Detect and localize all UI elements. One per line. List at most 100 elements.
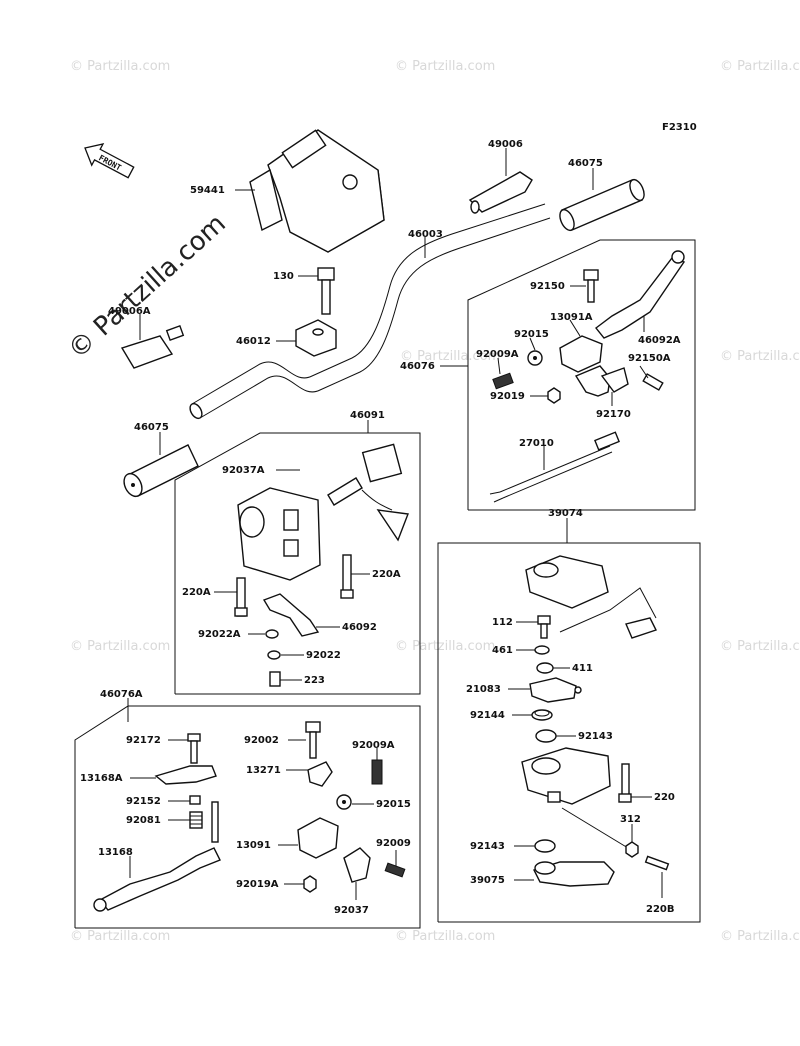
lever-holder	[559, 335, 603, 373]
screw-92009A-bottom	[371, 759, 383, 785]
part-label: 220A	[182, 587, 211, 598]
part-label: 13168	[98, 847, 133, 858]
screw-220B	[644, 855, 670, 871]
handlebar-holder	[295, 319, 337, 357]
part-label: 21083	[466, 684, 501, 695]
watermark: © Partzilla.com	[720, 349, 800, 364]
part-label: 46003	[408, 229, 443, 240]
bracket-92037	[343, 847, 371, 883]
watermark: © Partzilla.com	[720, 929, 800, 944]
handlebar-cover	[249, 129, 385, 253]
nut-312	[625, 841, 639, 858]
part-label: 92009	[376, 838, 411, 849]
washer-461	[534, 645, 550, 655]
part-label: 92009A	[476, 349, 519, 360]
watermark: © Partzilla.com	[395, 639, 495, 654]
part-label: 220A	[372, 569, 401, 580]
part-label: 312	[620, 814, 641, 825]
part-label: 92002	[244, 735, 279, 746]
watermark: © Partzilla.com	[400, 349, 500, 364]
part-label: 27010	[519, 438, 554, 449]
washer-92022	[267, 650, 281, 660]
throttle-cover	[525, 555, 657, 639]
part-label: 223	[304, 675, 325, 686]
part-label: 13091	[236, 840, 271, 851]
bracket-13168A	[154, 765, 217, 785]
spring-92081	[189, 801, 219, 843]
washer-411	[536, 662, 554, 674]
seal-92143-bottom	[534, 839, 556, 853]
front-arrow-icon: FRONT	[84, 143, 135, 179]
part-label: 92172	[126, 735, 161, 746]
part-label: 59441	[190, 185, 225, 196]
part-label: 92037	[334, 905, 369, 916]
watermarks: © Partzilla.com © Partzilla.com © Partzi…	[70, 59, 800, 944]
part-label: 46075	[134, 422, 169, 433]
clutch-holder	[297, 817, 339, 859]
nut-92019-top	[547, 387, 561, 404]
bolt-92150A	[642, 373, 664, 391]
nut-92019A	[303, 875, 317, 893]
watermark: © Partzilla.com	[720, 59, 800, 74]
screw-92009A-top	[492, 372, 514, 390]
bracket-92170	[574, 365, 629, 397]
part-label: 92143	[470, 841, 505, 852]
seal-92143-top	[535, 729, 557, 743]
part-label: 92022A	[198, 629, 241, 640]
part-label: 92015	[514, 329, 549, 340]
washer-92015-bottom	[336, 794, 352, 810]
left-grip	[123, 444, 199, 498]
part-label: 46076A	[100, 689, 143, 700]
part-label: 39074	[548, 508, 583, 519]
clamp-bolt	[317, 267, 335, 315]
lever-boot-left	[120, 325, 185, 369]
watermark: © Partzilla.com	[395, 59, 495, 74]
bolt-92002	[305, 721, 321, 759]
clutch-lever	[93, 847, 221, 912]
part-label: 92019A	[236, 879, 279, 890]
part-label: 49006	[488, 139, 523, 150]
part-label: 46075	[568, 158, 603, 169]
washer-92015-top	[527, 350, 543, 366]
collar-92152	[189, 795, 201, 805]
figure-code: F2310	[662, 122, 697, 133]
screw-112	[537, 615, 551, 639]
watermark: © Partzilla.com	[70, 639, 170, 654]
watermark: © Partzilla.com	[720, 639, 800, 654]
throttle-lever	[533, 861, 615, 887]
switch-screw-right	[340, 554, 354, 599]
handlebar	[189, 203, 551, 420]
part-label: 46092	[342, 622, 377, 633]
bracket-13271	[307, 761, 333, 787]
part-label: 13271	[246, 765, 281, 776]
part-label: 112	[492, 617, 513, 628]
part-label: 220	[654, 792, 675, 803]
part-label: 220B	[646, 904, 675, 915]
part-label: 46076	[400, 361, 435, 372]
switch-lever	[262, 593, 320, 637]
right-grip	[559, 178, 645, 232]
part-label: 39075	[470, 875, 505, 886]
part-label: 92150	[530, 281, 565, 292]
part-label: 92152	[126, 796, 161, 807]
watermark: © Partzilla.com	[395, 929, 495, 944]
lever-boot	[468, 171, 533, 214]
part-label: 92170	[596, 409, 631, 420]
part-label: 92144	[470, 710, 505, 721]
watermark: © Partzilla.com	[70, 929, 170, 944]
screw-220	[618, 763, 632, 803]
part-label: 461	[492, 645, 513, 656]
part-label: 92081	[126, 815, 161, 826]
part-label: 92037A	[222, 465, 265, 476]
handlebar-switch	[237, 443, 409, 581]
throttle-case	[521, 747, 611, 805]
switch-screw-left	[234, 577, 248, 617]
screw-92009	[384, 862, 406, 878]
brake-lever	[595, 250, 686, 339]
part-label: 13168A	[80, 773, 123, 784]
part-label: 411	[572, 663, 593, 674]
watermark: © Partzilla.com	[70, 59, 170, 74]
stop-switch-cable	[489, 431, 620, 503]
spring-92144	[531, 709, 553, 721]
